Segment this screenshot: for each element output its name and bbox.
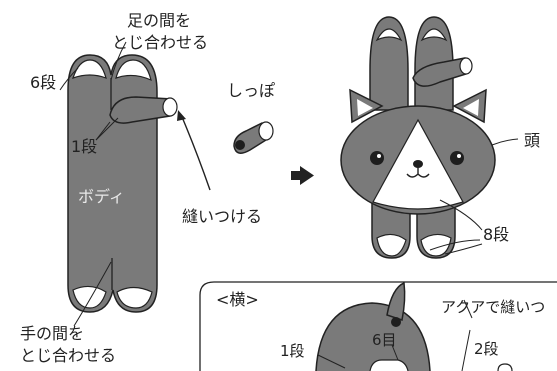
label-hands-join-2: とじ合わせる	[20, 346, 116, 365]
label-row-6th: 6目	[372, 331, 397, 349]
side-view-panel	[199, 281, 557, 371]
label-head: 頭	[524, 131, 540, 150]
curved-arrow-icon	[177, 110, 211, 191]
tail-loose	[233, 121, 274, 154]
label-aqua-sew: アクアで縫いつ	[441, 298, 545, 316]
leader-lines-right	[429, 138, 519, 255]
tail-attached	[109, 96, 178, 124]
label-side-view: <横>	[216, 290, 259, 309]
label-tail: しっぽ	[227, 81, 275, 100]
label-rows-2-side: 2段	[474, 340, 499, 358]
body-part	[67, 54, 158, 313]
label-sew-on: 縫いつける	[182, 207, 262, 226]
label-feet-join-1: 足の間を	[127, 11, 191, 30]
label-feet-join-2: とじ合わせる	[112, 33, 208, 52]
label-rows-6: 6段	[30, 73, 56, 92]
leader-lines-left	[59, 41, 127, 327]
label-hands-join-1: 手の間を	[20, 324, 84, 343]
label-rows-1-side: 1段	[280, 342, 305, 360]
label-body: ボディ	[78, 187, 125, 206]
next-step-arrow-icon	[291, 166, 314, 185]
assembled-cat	[340, 16, 496, 259]
label-rows-1-body: 1段	[71, 137, 97, 156]
label-rows-8: 8段	[483, 225, 509, 244]
